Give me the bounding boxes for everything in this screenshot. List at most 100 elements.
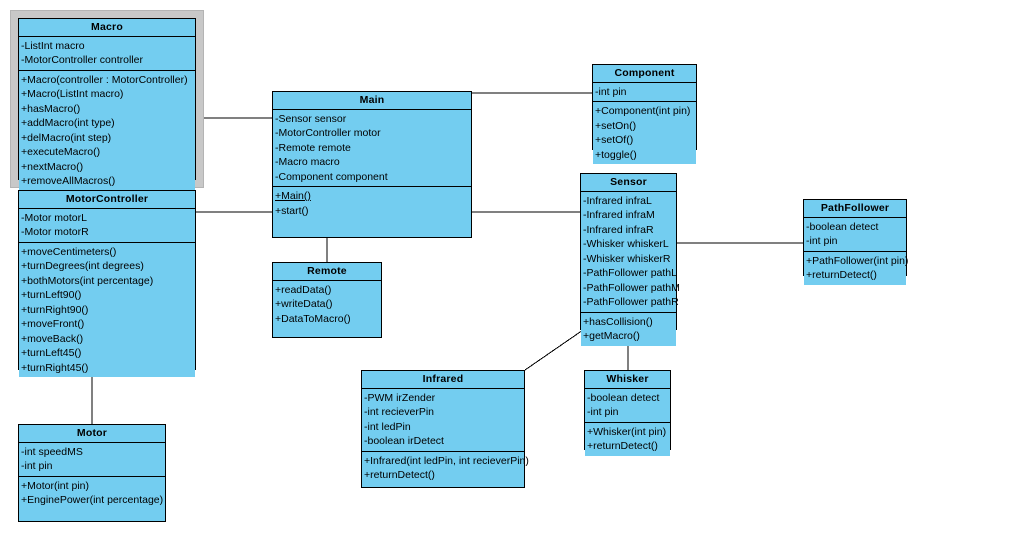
operation-row: +Whisker(int pin) xyxy=(587,425,667,438)
operation-row: +setOf() xyxy=(595,134,634,146)
uml-class-sensor[interactable]: Sensor-Infrared infraL-Infrared infraM-I… xyxy=(580,173,680,346)
class-attributes-component: -int pin xyxy=(593,82,696,102)
class-operations-motor: +Motor(int pin) +EnginePower(int percenta… xyxy=(19,476,165,510)
operation-row: +setOn() xyxy=(595,119,637,132)
operation-row: +returnDetect() xyxy=(587,440,658,452)
uml-class-remote[interactable]: Remote+readData()+writeData()+DataToMacr… xyxy=(272,262,382,338)
uml-class-pathfollower[interactable]: PathFollower-boolean detect-int pin+Path… xyxy=(803,199,908,285)
operation-row: +Motor(int pin) xyxy=(21,479,89,492)
class-title-motorcontroller: MotorController xyxy=(19,191,195,209)
operation-row: +moveCentimeters() xyxy=(21,245,117,258)
attribute-row: -PathFollower pathM xyxy=(583,281,680,294)
operation-row: +Macro(ListInt macro) xyxy=(21,88,124,100)
class-title-component: Component xyxy=(593,65,696,83)
class-attributes-whisker: -boolean detect-int pin xyxy=(585,388,670,423)
attribute-row: -Sensor sensor xyxy=(275,112,347,125)
uml-class-component[interactable]: Component -int pin +Component(int pin) +set… xyxy=(592,64,697,164)
class-title-infrared: Infrared xyxy=(362,371,524,389)
uml-class-infrared[interactable]: Infrared-PWM irZender-int recieverPin-in… xyxy=(361,370,529,488)
operation-row: +writeData() xyxy=(275,298,333,310)
operation-row: +turnDegrees(int degrees) xyxy=(21,260,144,272)
operation-row: +Macro(controller : MotorController) xyxy=(21,73,188,86)
class-operations-macro: +Macro(controller : MotorController) +Mac… xyxy=(19,70,195,191)
operation-row: +delMacro(int step) xyxy=(21,131,112,144)
attribute-row: -MotorController controller xyxy=(21,54,143,66)
attribute-row: -Infrared infraR xyxy=(583,223,654,236)
operation-row: +toggle() xyxy=(595,148,637,161)
attribute-row: -Infrared infraL xyxy=(583,194,652,207)
operation-row: +turnLeft45() xyxy=(21,347,82,359)
operation-row: +executeMacro() xyxy=(21,146,101,158)
operation-row: +turnLeft90() xyxy=(21,289,82,301)
class-operations-component: +Component(int pin) +setOn() +setOf() +togg… xyxy=(593,102,696,164)
operation-row: +hasCollision() xyxy=(583,315,653,328)
attribute-row: -Infrared infraM xyxy=(583,209,655,221)
class-title-remote: Remote xyxy=(273,263,381,281)
class-title-main: Main xyxy=(273,92,471,110)
operation-row: +addMacro(int type) xyxy=(21,117,115,129)
operation-row: +nextMacro() xyxy=(21,160,84,173)
class-title-whisker: Whisker xyxy=(585,371,670,389)
class-attributes-infrared: -PWM irZender-int recieverPin-int ledPin… xyxy=(362,388,524,452)
class-operations-sensor: +hasCollision() +getMacro() xyxy=(581,312,676,346)
operation-row: +Main() xyxy=(275,190,311,202)
class-operations-infrared: +Infrared(int ledPin, int recieverPin) +r… xyxy=(362,451,529,485)
uml-class-macro[interactable]: Macro -ListInt macro -MotorController cont… xyxy=(18,18,196,191)
attribute-row: -ListInt macro xyxy=(21,39,85,52)
attribute-row: -boolean detect xyxy=(806,220,879,233)
attribute-row: -Macro macro xyxy=(275,156,340,168)
operation-row: +EnginePower(int percentage) xyxy=(21,494,164,506)
class-operations-pathfollower: +PathFollower(int pin) +returnDetect() xyxy=(804,251,909,285)
operation-row: +removeAllMacros() xyxy=(21,175,116,187)
attribute-row: -Component component xyxy=(275,170,388,183)
attribute-row: -PathFollower pathR xyxy=(583,296,679,308)
operation-row: +DataToMacro() xyxy=(275,312,351,325)
attribute-row: -PWM irZender xyxy=(364,391,436,404)
class-title-sensor: Sensor xyxy=(581,174,676,192)
operation-row: +returnDetect() xyxy=(806,269,877,281)
class-attributes-macro: -ListInt macro -MotorController controlle… xyxy=(19,36,195,71)
operation-row: +hasMacro() xyxy=(21,102,81,115)
class-attributes-sensor: -Infrared infraL -Infrared infraM -Infrare… xyxy=(581,191,680,313)
class-title-motor: Motor xyxy=(19,425,165,443)
attribute-row: -Whisker whiskerL xyxy=(583,238,669,250)
attribute-row: -boolean irDetect xyxy=(364,435,444,447)
class-operations-whisker: +Whisker(int pin) +returnDetect() xyxy=(585,422,670,456)
operation-row: +moveBack() xyxy=(21,332,84,345)
class-attributes-main: -Sensor sensor -MotorController motor -Rem… xyxy=(273,109,471,187)
attribute-row: -Remote remote xyxy=(275,141,351,154)
operation-row: +returnDetect() xyxy=(364,469,435,481)
uml-class-whisker[interactable]: Whisker-boolean detect-int pin+Whisker(i… xyxy=(584,370,671,456)
operation-row: +PathFollower(int pin) xyxy=(806,254,909,267)
class-operations-motorcontroller: +moveCentimeters() +turnDegrees(int degre… xyxy=(19,242,195,377)
attribute-row: -Whisker whiskerR xyxy=(583,252,671,265)
attribute-row: -int pin xyxy=(21,460,53,472)
operation-row: +turnRight45() xyxy=(21,361,89,374)
class-attributes-motor: -int speedMS -int pin xyxy=(19,442,165,477)
uml-class-motorcontroller[interactable]: MotorController-Motor motorL-Motor motor… xyxy=(18,190,196,377)
attribute-row: -int speedMS xyxy=(21,445,83,458)
operation-row: +bothMotors(int percentage) xyxy=(21,274,154,287)
operation-row: +turnRight90() xyxy=(21,303,89,316)
class-operations-main: +Main() +start() xyxy=(273,187,471,220)
attribute-row: -int pin xyxy=(595,85,627,98)
attribute-row: -Motor motorR xyxy=(21,226,89,238)
attribute-row: -int pin xyxy=(587,406,619,418)
class-attributes-pathfollower: -boolean detect -int pin xyxy=(804,217,906,252)
connector-sensor-infrared[interactable] xyxy=(524,329,584,371)
uml-class-main[interactable]: Main -Sensor sensor -MotorController motor… xyxy=(272,91,472,238)
operation-row: +start() xyxy=(275,204,309,217)
operation-row: +Component(int pin) xyxy=(595,105,691,117)
attribute-row: -Motor motorL xyxy=(21,211,87,224)
operation-row: +getMacro() xyxy=(583,330,640,342)
operation-row: +Infrared(int ledPin, int recieverPin) xyxy=(364,454,529,467)
attribute-row: -MotorController motor xyxy=(275,127,381,139)
operation-row: +moveFront() xyxy=(21,318,85,330)
class-attributes-motorcontroller: -Motor motorL -Motor motorR xyxy=(19,208,195,243)
class-title-macro: Macro xyxy=(19,19,195,37)
class-operations-remote: +readData()+writeData()+DataToMacro() xyxy=(273,280,381,328)
attribute-row: -int pin xyxy=(806,235,838,247)
attribute-row: -int recieverPin xyxy=(364,406,435,418)
uml-class-motor[interactable]: Motor -int speedMS -int pin +Motor(int pin)… xyxy=(18,424,166,522)
